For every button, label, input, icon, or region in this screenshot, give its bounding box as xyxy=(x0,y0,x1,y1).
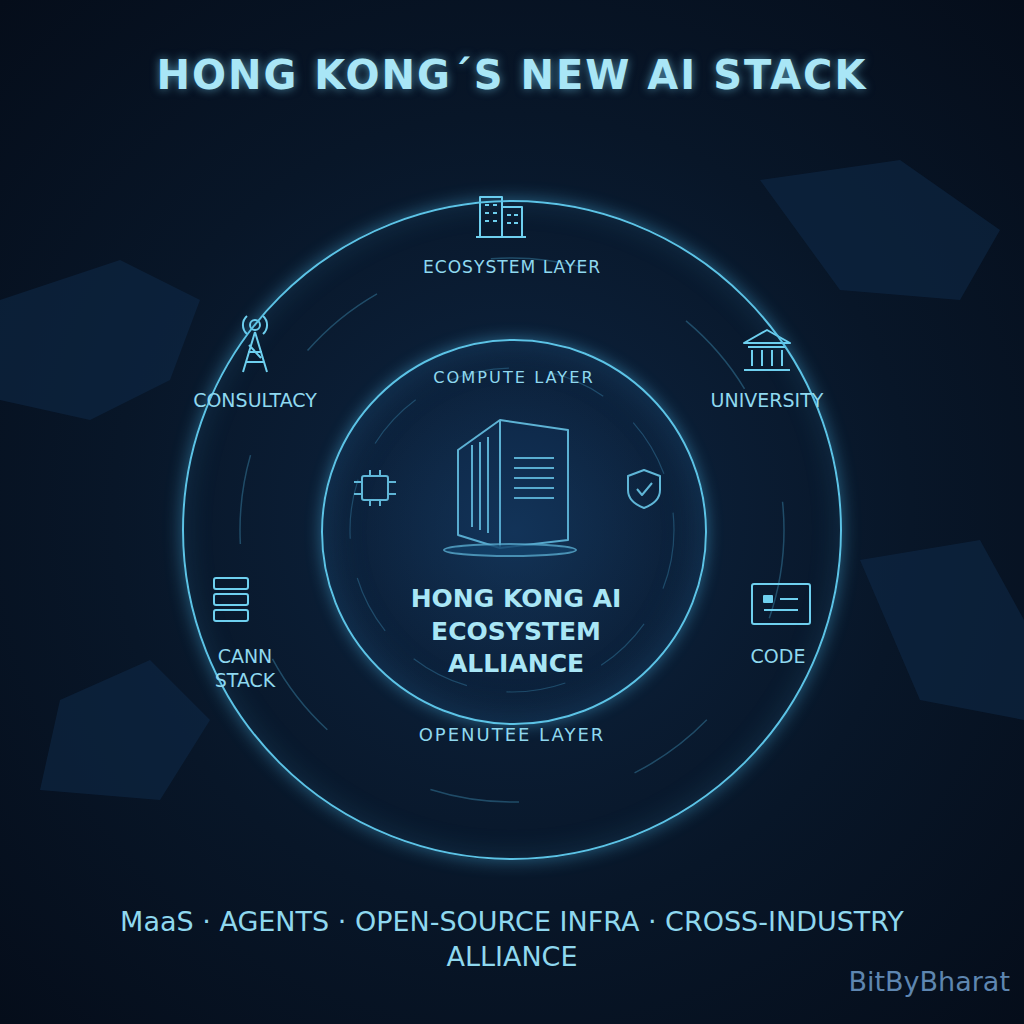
center-title: HONG KONG AI ECOSYSTEM ALLIANCE xyxy=(366,583,666,681)
ring-item-label: UNIVERSITY xyxy=(687,389,847,411)
middle-ring xyxy=(240,258,784,802)
layer-label: ECOSYSTEM LAYER xyxy=(184,257,840,277)
stack-icon xyxy=(214,578,248,621)
code-card-icon xyxy=(752,584,810,624)
ring-item-label: CANN STACK xyxy=(190,645,300,693)
caption: MaaS · AGENTS · OPEN-SOURCE INFRA · CROS… xyxy=(60,904,964,974)
ring-item-label: CODE xyxy=(728,645,828,667)
institution-icon xyxy=(744,330,790,370)
ecosystem-ring: ECOSYSTEM LAYER COMPUTE LAYER HONG KONG AI… xyxy=(182,200,842,860)
watermark: BitByBharat xyxy=(800,966,1010,997)
ring-item-label: CONSULTACY xyxy=(175,389,335,411)
diagram-title: HONG KONG´S NEW AI STACK xyxy=(0,52,1024,98)
building-icon xyxy=(476,197,526,237)
layer-label: COMPUTE LAYER xyxy=(323,368,705,387)
compute-core: COMPUTE LAYER HONG KONG AI ECOSYSTEM ALLI… xyxy=(321,339,707,725)
layer-label: OPENUTEE LAYER xyxy=(372,724,652,745)
tower-icon xyxy=(243,316,267,372)
map-shapes xyxy=(0,160,1024,800)
